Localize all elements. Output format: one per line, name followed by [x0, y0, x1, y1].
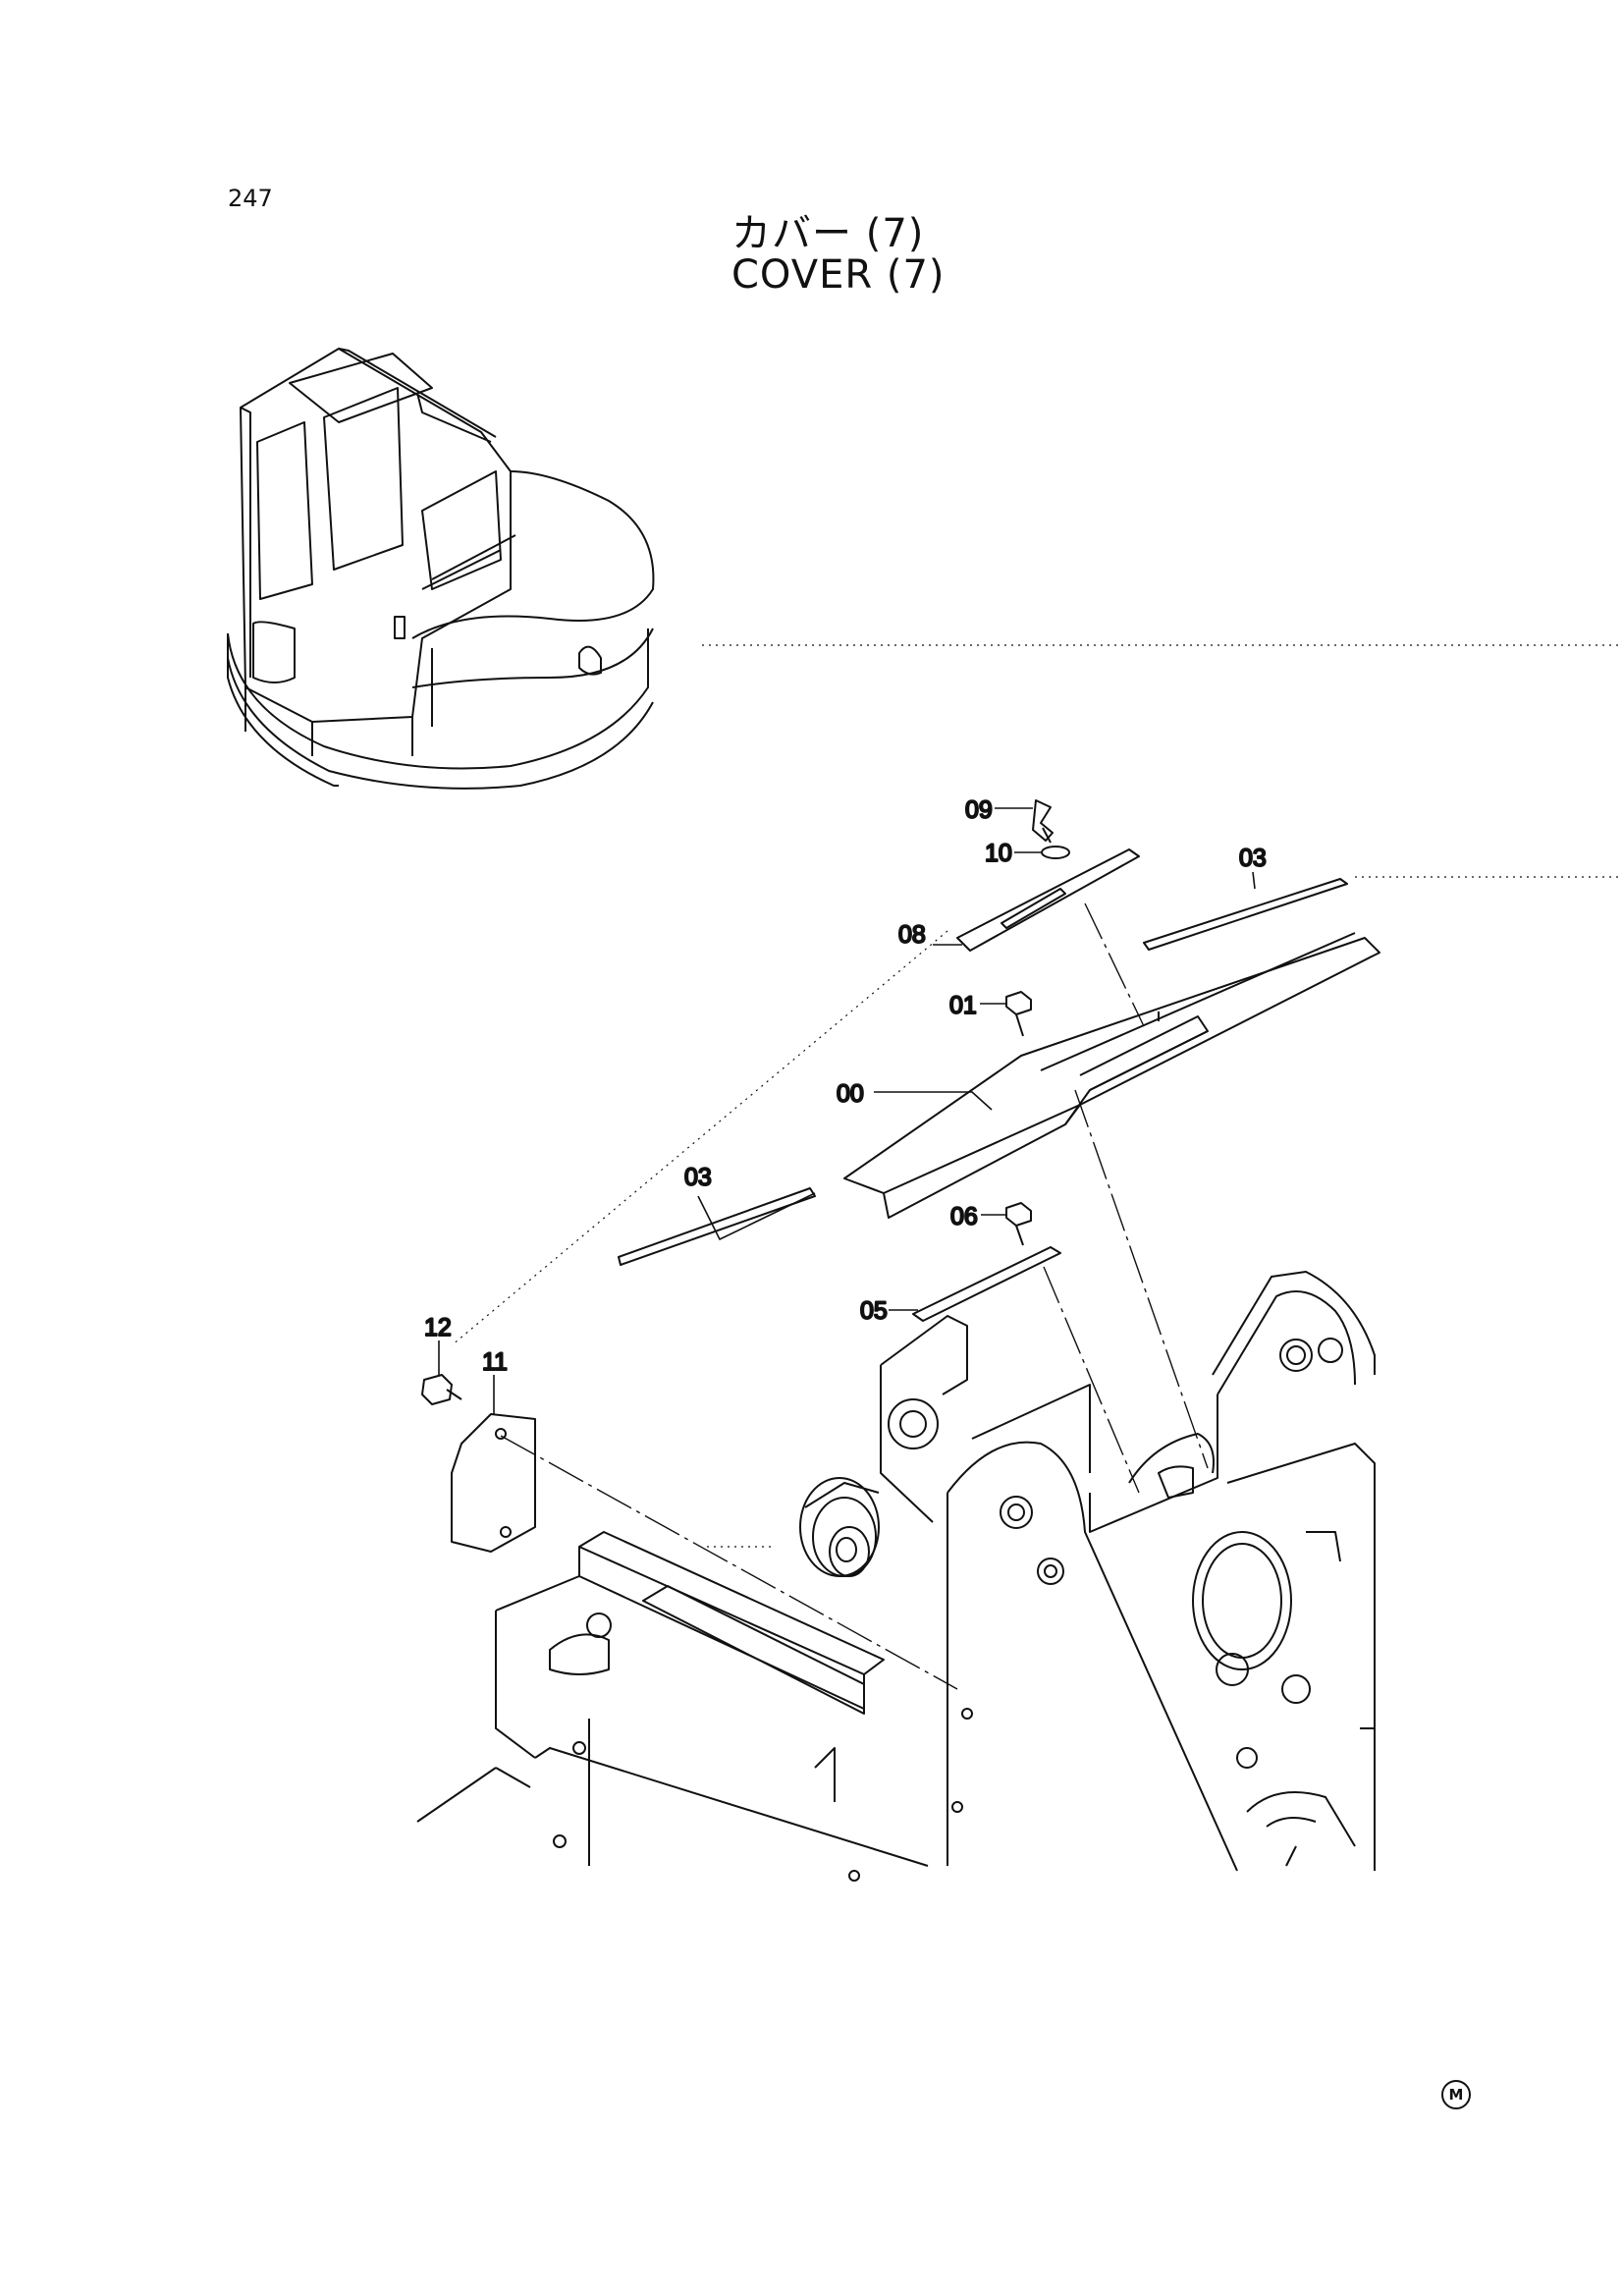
title-english: COVER (7)	[731, 252, 946, 298]
part-03-rod-lower	[618, 1187, 816, 1266]
page-number: 247	[228, 185, 273, 212]
callout-03-lower: 03	[684, 1164, 712, 1191]
excavator-overview-illustration	[227, 348, 655, 790]
callout-08: 08	[898, 921, 926, 949]
callout-01: 01	[949, 992, 977, 1019]
callout-10: 10	[985, 840, 1012, 867]
callout-05: 05	[860, 1297, 888, 1325]
callout-03-upper: 03	[1239, 845, 1267, 872]
part-01-bolt	[1005, 991, 1032, 1037]
callout-leader-lines	[438, 807, 1256, 1414]
part-05-gasket	[912, 1246, 1061, 1322]
callout-12: 12	[424, 1314, 452, 1341]
part-00-cover	[843, 932, 1380, 1219]
part-08-plate	[956, 848, 1140, 952]
machine-frame-structure	[416, 1271, 1376, 1882]
part-06-bolt	[1005, 1202, 1032, 1246]
part-12-bolt	[421, 1374, 462, 1405]
circled-m-mark: M	[1441, 2080, 1471, 2109]
callout-06: 06	[950, 1203, 978, 1230]
callout-00: 00	[837, 1080, 864, 1108]
part-10-washer	[1041, 846, 1070, 859]
callout-11: 11	[482, 1348, 508, 1376]
part-11-plate	[451, 1413, 536, 1553]
title-japanese: カバー (7)	[731, 211, 925, 256]
callout-09: 09	[965, 796, 993, 824]
reference-dotted-lines	[451, 644, 1623, 1548]
part-03-rod-upper	[1143, 878, 1348, 951]
alignment-lines	[500, 902, 1209, 1690]
callout-labels: 09 10 03 08 01 00 03 06 05 12 11	[423, 795, 1268, 1377]
part-09-wing-bolt	[1032, 799, 1054, 844]
